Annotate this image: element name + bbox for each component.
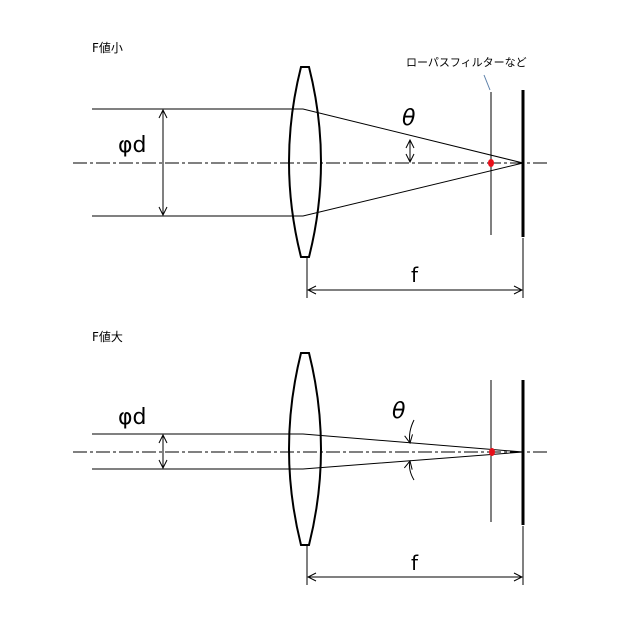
angle-arrow-upper bbox=[410, 419, 415, 443]
angle-arrow-lower bbox=[410, 461, 415, 481]
ray-lower bbox=[92, 451, 524, 470]
lens bbox=[288, 66, 322, 258]
ray-upper bbox=[92, 433, 524, 453]
angle-label: θ bbox=[402, 106, 416, 131]
top-title: F値小 bbox=[92, 40, 123, 55]
filter-leader-line bbox=[483, 74, 491, 91]
diameter-label: φd bbox=[118, 133, 146, 158]
ray-upper bbox=[92, 108, 524, 164]
focus-point bbox=[488, 159, 494, 167]
diameter-label: φd bbox=[118, 405, 146, 430]
large-f-number-diagram: F値大 φd θ f bbox=[73, 329, 548, 585]
focal-label: f bbox=[411, 551, 419, 575]
lens bbox=[288, 352, 322, 546]
filter-label: ローパスフィルターなど bbox=[406, 56, 527, 69]
bottom-title: F値大 bbox=[92, 329, 123, 344]
focal-label: f bbox=[411, 263, 419, 287]
focus-point bbox=[489, 448, 495, 456]
angle-label: θ bbox=[392, 399, 406, 424]
small-f-number-diagram: F値小 φd θ ローパスフィルターなど f bbox=[73, 40, 548, 298]
ray-lower bbox=[92, 162, 524, 217]
